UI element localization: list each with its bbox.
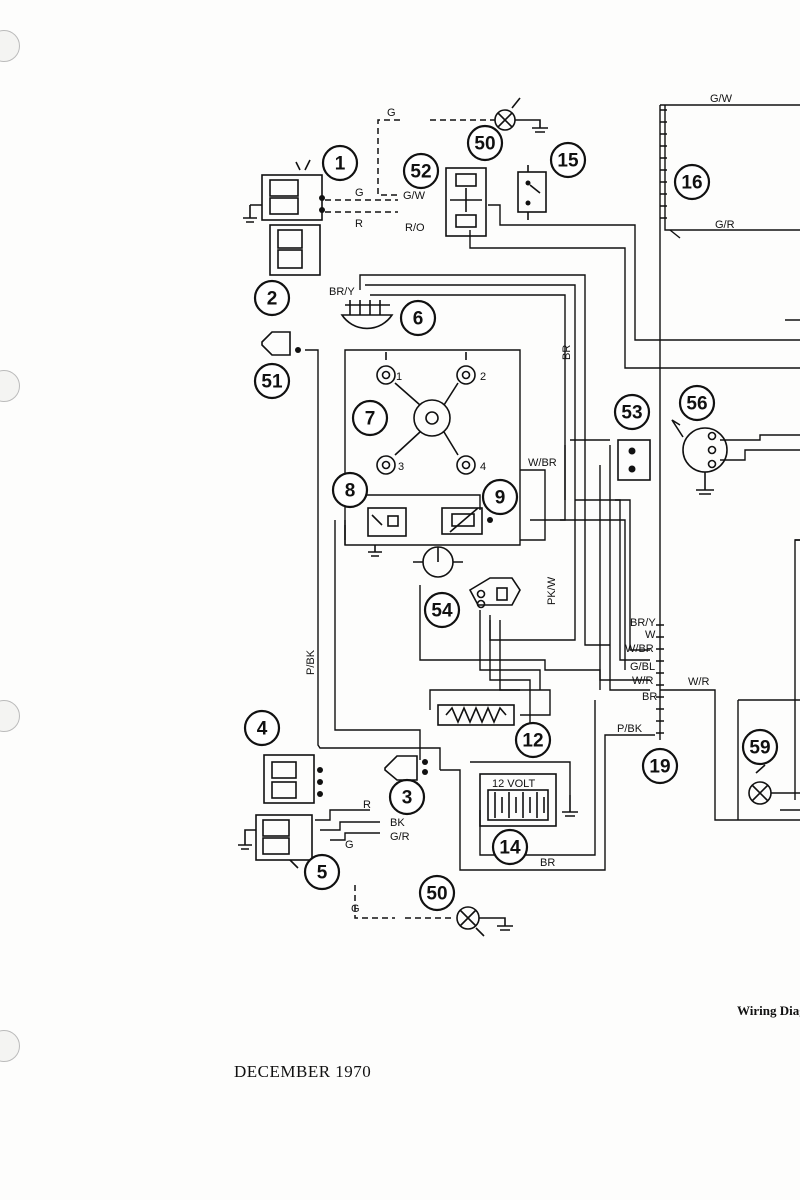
callout-number: 2 (267, 289, 278, 310)
callout-number: 50 (474, 134, 495, 155)
callout-51: 51 (253, 362, 291, 400)
callout-number: 53 (621, 403, 642, 424)
wire-label: G (387, 107, 396, 119)
diagram-caption: Wiring Diagr (737, 1003, 800, 1018)
callout-number: 56 (686, 394, 707, 415)
callout-number: 7 (365, 409, 376, 430)
wire-label: G/BL (630, 661, 655, 673)
callout-50-bottom: 50 (418, 874, 456, 912)
wire-label: BR/Y (630, 617, 656, 629)
dashed-wires (325, 119, 495, 919)
callout-53: 53 (613, 393, 651, 431)
callout-number: 8 (345, 481, 356, 502)
callout-number: 6 (413, 309, 424, 330)
callout-number: 4 (257, 719, 268, 740)
wire-label: W/BR (625, 643, 654, 655)
callout-14: 14 (491, 828, 529, 866)
callout-1: 1 (321, 144, 359, 182)
wire-label: R (363, 799, 371, 811)
callout-59: 59 (741, 728, 779, 766)
callout-number: 19 (649, 757, 670, 778)
wire-label: G/R (715, 219, 735, 231)
distributor-terminal-label: 1 (396, 371, 402, 383)
wire-label: P/BK (305, 649, 317, 675)
callout-7: 7 (351, 399, 389, 437)
wire-label: BR (540, 857, 555, 869)
wire-label: G (351, 903, 360, 915)
distributor-terminal-label: 2 (480, 371, 486, 383)
callout-15: 15 (549, 141, 587, 179)
callout-16: 16 (673, 163, 711, 201)
callout-2: 2 (253, 279, 291, 317)
callout-9: 9 (481, 478, 519, 516)
callout-number: 51 (261, 372, 283, 393)
callout-number: 1 (335, 154, 346, 175)
callout-52: 52 (402, 152, 440, 190)
wire-label: G (345, 839, 354, 851)
distributor-terminal-label: 4 (480, 461, 486, 473)
callout-number: 12 (522, 731, 543, 752)
callout-3: 3 (388, 778, 426, 816)
callout-number: 59 (749, 738, 770, 759)
wire-label: G/W (710, 93, 733, 105)
wire-label: BR (642, 691, 657, 703)
wire-label: R (355, 218, 363, 230)
battery-label: 12 VOLT (492, 778, 535, 790)
callout-6: 6 (399, 299, 437, 337)
wire-label: G (355, 187, 364, 199)
wire-label: G/W (403, 190, 426, 202)
callout-number: 5 (317, 863, 328, 884)
distributor-terminal-label: 3 (398, 461, 404, 473)
callout-number: 52 (410, 162, 431, 183)
callout-54: 54 (423, 591, 461, 629)
callout-number: 54 (431, 601, 453, 622)
callout-50-top: 50 (466, 124, 504, 162)
callout-number: 50 (426, 884, 447, 905)
wire-label: R/O (405, 222, 425, 234)
wire-label: P/BK (617, 723, 643, 735)
wire-label: BR/Y (329, 286, 355, 298)
callout-number: 15 (557, 151, 579, 172)
wire-label: PK/W (546, 576, 558, 605)
callout-56: 56 (678, 384, 716, 422)
callout-19: 19 (641, 747, 679, 785)
components (238, 97, 800, 937)
callout-5: 5 (303, 853, 341, 891)
callout-12: 12 (514, 721, 552, 759)
callout-8: 8 (331, 471, 369, 509)
callout-number: 14 (499, 838, 521, 859)
callout-number: 16 (681, 173, 702, 194)
wire-label: G/R (390, 831, 410, 843)
callout-number: 3 (402, 788, 413, 809)
page-date: DECEMBER 1970 (234, 1062, 372, 1081)
wire-label: BK (390, 817, 405, 829)
wire-label: W/R (688, 676, 709, 688)
callout-4: 4 (243, 709, 281, 747)
callout-number: 9 (495, 488, 506, 509)
wire-label: W (645, 629, 656, 641)
wire-label: W/BR (528, 457, 557, 469)
wire-label: BR (561, 345, 573, 360)
wire-label: W/R (632, 675, 653, 687)
wire-labels: G G G/W R R/O G/W G/R BR/Y BR W/BR PK/W … (305, 93, 735, 915)
